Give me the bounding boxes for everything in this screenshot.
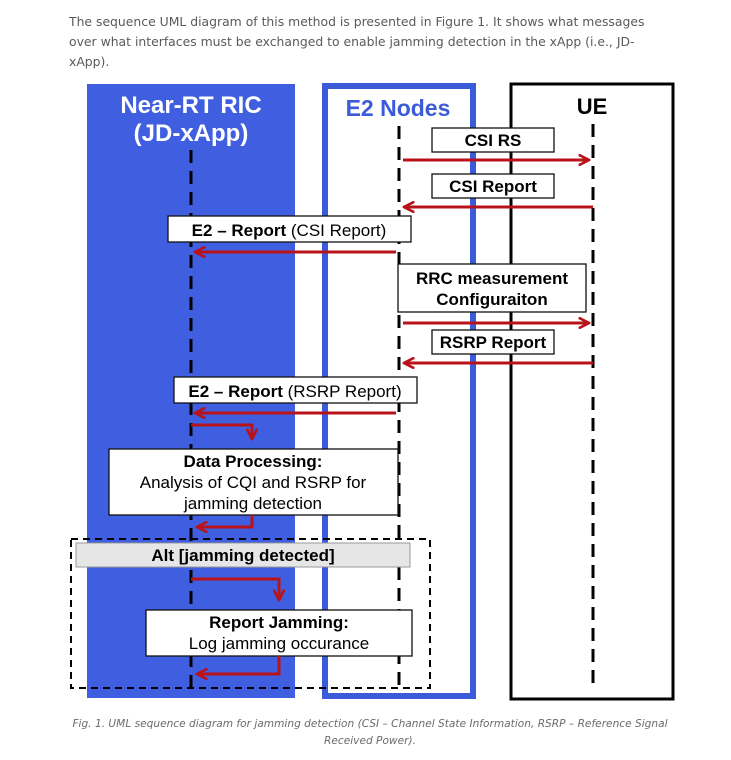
from-processing-arrow (198, 515, 254, 527)
csi-report-label: CSI Report (449, 177, 537, 196)
to-report-jamming-arrow (191, 577, 279, 599)
rrc-config-label-line1: RRC measurement (416, 269, 568, 288)
sequence-diagram: Near-RT RIC (JD-xApp) E2 Nodes UE CSI RS… (70, 82, 675, 701)
data-processing-line2: Analysis of CQI and RSRP for (140, 473, 367, 492)
intro-paragraph: The sequence UML diagram of this method … (69, 14, 645, 69)
alt-fragment-frame (70, 538, 431, 689)
rrc-config-label-line2: Configuraiton (436, 290, 547, 309)
rsrp-report-label-box (431, 329, 555, 355)
alt-fragment-label: Alt [jamming detected] (151, 546, 334, 565)
figure-caption: Fig. 1. UML sequence diagram for jamming… (72, 718, 668, 747)
ric-title-line1: Near-RT RIC (120, 92, 261, 119)
report-jamming-title: Report Jamming: (209, 613, 349, 632)
csi-report-label-box (431, 173, 555, 199)
e2-report-rsrp-label: E2 – Report (RSRP Report) (188, 382, 401, 401)
to-processing-arrow (191, 423, 252, 438)
e2-title: E2 Nodes (346, 95, 451, 121)
report-jamming-line2: Log jamming occurance (189, 634, 369, 653)
data-processing-line3: jamming detection (183, 494, 322, 513)
alt-fragment-header (75, 542, 411, 568)
data-processing-box (108, 448, 399, 516)
csi-rs-label: CSI RS (465, 131, 522, 150)
data-processing-title: Data Processing: (184, 452, 323, 471)
ric-title-line2: (JD-xApp) (134, 120, 249, 147)
rsrp-report-label: RSRP Report (440, 333, 547, 352)
e2-report-csi-label: E2 – Report (CSI Report) (192, 221, 387, 240)
rrc-config-label-box (397, 263, 587, 313)
csi-rs-label-box (431, 127, 555, 153)
e2-report-rsrp-label-box (173, 376, 418, 404)
e2-report-csi-label-box (167, 215, 412, 243)
ue-title: UE (577, 94, 608, 119)
from-report-jamming-arrow (198, 656, 281, 674)
